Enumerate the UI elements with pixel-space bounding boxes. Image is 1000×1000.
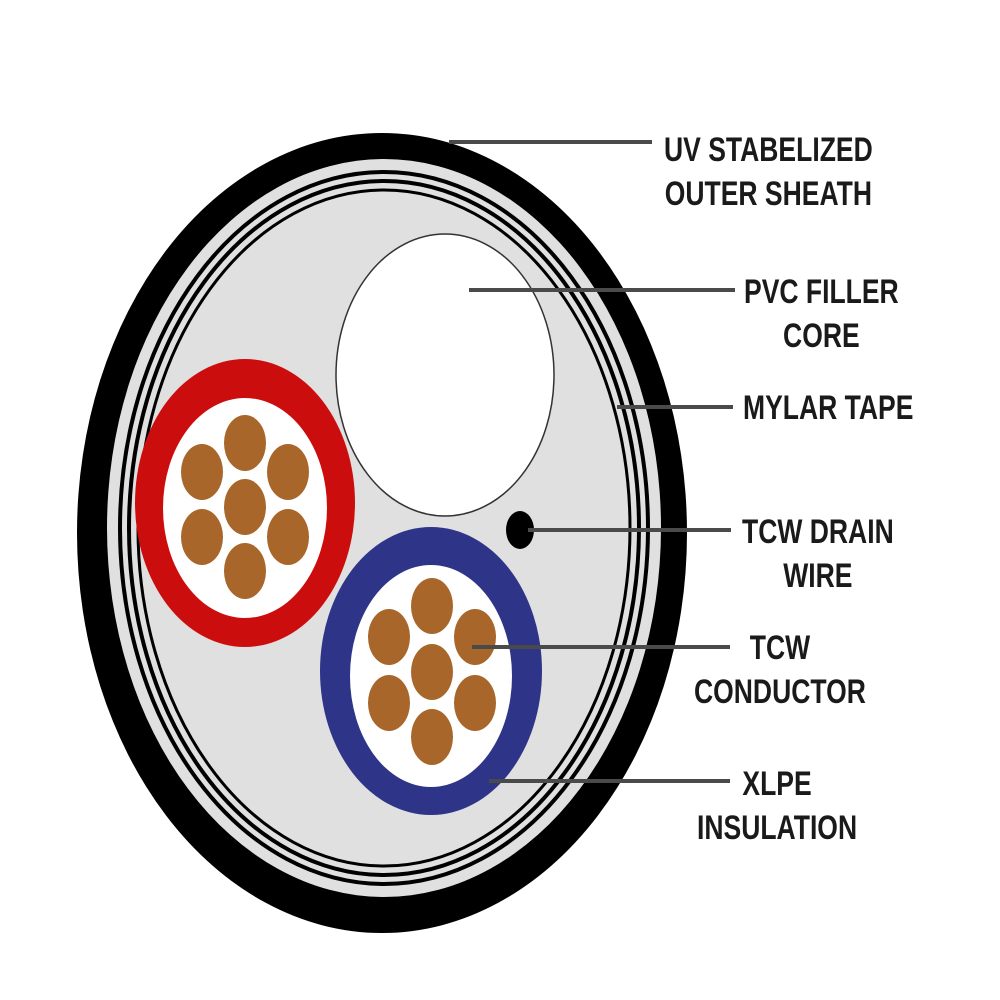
strand xyxy=(411,709,453,765)
label-line: MYLAR TAPE xyxy=(743,389,914,427)
label-filler-core: PVC FILLER CORE xyxy=(744,270,899,358)
label-line: CONDUCTOR xyxy=(694,673,866,711)
strand xyxy=(411,578,453,634)
strand xyxy=(224,415,266,471)
tcw-drain-wire xyxy=(506,511,534,549)
label-line: PVC FILLER xyxy=(744,273,899,311)
strand xyxy=(368,609,410,665)
strand xyxy=(411,644,453,700)
strand xyxy=(267,444,309,500)
label-mylar-tape: MYLAR TAPE xyxy=(743,386,913,430)
label-line: TCW DRAIN xyxy=(742,513,894,551)
strand xyxy=(454,609,496,665)
label-line: OUTER SHEATH xyxy=(664,175,872,213)
pvc-filler-core xyxy=(335,233,555,517)
label-line: WIRE xyxy=(783,557,853,595)
red-conductor-strands xyxy=(181,415,309,599)
strand xyxy=(224,543,266,599)
strand xyxy=(181,509,223,565)
strand xyxy=(267,509,309,565)
label-line: TCW xyxy=(749,629,811,667)
strand xyxy=(181,444,223,500)
label-line: CORE xyxy=(783,317,860,355)
label-conductor: TCW CONDUCTOR xyxy=(694,626,866,714)
label-insulation: XLPE INSULATION xyxy=(697,762,857,850)
strand xyxy=(224,479,266,535)
strand xyxy=(368,675,410,731)
label-line: UV STABELIZED xyxy=(664,131,873,169)
label-line: XLPE xyxy=(742,765,812,803)
strand xyxy=(454,675,496,731)
label-outer-sheath: UV STABELIZED OUTER SHEATH xyxy=(664,128,873,216)
label-drain-wire: TCW DRAIN WIRE xyxy=(742,510,894,598)
blue-conductor-strands xyxy=(368,578,496,765)
label-line: INSULATION xyxy=(697,809,858,847)
